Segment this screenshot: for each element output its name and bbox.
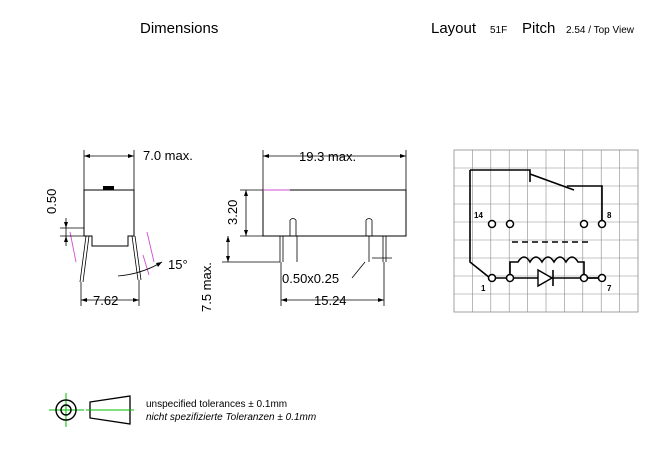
- side-view: 19.3 max. 3.20 7.5 max. 0.50x0.25 15.24: [199, 149, 407, 312]
- layout-code: 51F: [490, 25, 507, 36]
- dimensions-heading: Dimensions: [140, 20, 218, 37]
- tolerance-note-de: nicht spezifizierte Toleranzen ± 0.1mm: [146, 412, 316, 423]
- layout-grid: 14 8 1 7: [453, 149, 639, 313]
- pin-section-label: 0.50x0.25: [282, 271, 339, 286]
- row-spacing-label: 7.62: [93, 293, 118, 308]
- pin-14-label: 14: [474, 211, 483, 220]
- pin-7-label: 7: [607, 284, 612, 293]
- pin-8-label: 8: [607, 211, 612, 220]
- pin-spacing-label: 15.24: [314, 293, 347, 308]
- projection-symbol-icon: [49, 393, 134, 427]
- height-label: 3.20: [225, 200, 240, 225]
- pin-1-label: 1: [481, 284, 486, 293]
- end-view: 7.0 max. 0.50 15° 7.62: [44, 148, 193, 308]
- pitch-value: 2.54 / Top View: [566, 25, 635, 36]
- pin-length-label: 7.5 max.: [199, 262, 214, 312]
- width-max-label: 7.0 max.: [143, 148, 193, 163]
- tolerance-note-en: unspecified tolerances ± 0.1mm: [146, 399, 287, 410]
- angle-label: 15°: [168, 257, 188, 272]
- length-max-label: 19.3 max.: [299, 149, 356, 164]
- layout-label: Layout: [431, 20, 477, 37]
- offset-label: 0.50: [44, 189, 59, 214]
- pitch-label: Pitch: [522, 20, 555, 37]
